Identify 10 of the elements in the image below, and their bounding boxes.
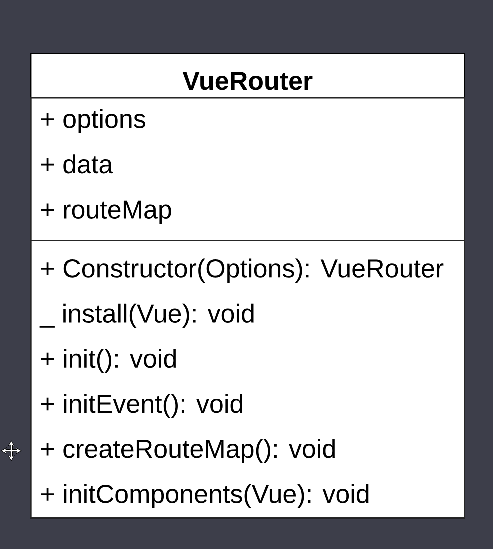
class-name: VueRouter [182, 72, 313, 90]
attribute-entry: + routeMap [41, 200, 172, 224]
method-entry: + init(): void [41, 349, 176, 374]
method-entry: + initComponents(Vue): void [41, 484, 369, 509]
method-entry: + Constructor(Options): VueRouter [41, 258, 444, 284]
method-entry: _ install(Vue): void [40, 304, 254, 328]
method-entry: + initEvent(): void [41, 394, 242, 418]
method-entry: + createRouteMap(): void [41, 439, 335, 464]
attribute-entry: + options [41, 109, 146, 134]
attribute-entry: + data [41, 154, 114, 174]
